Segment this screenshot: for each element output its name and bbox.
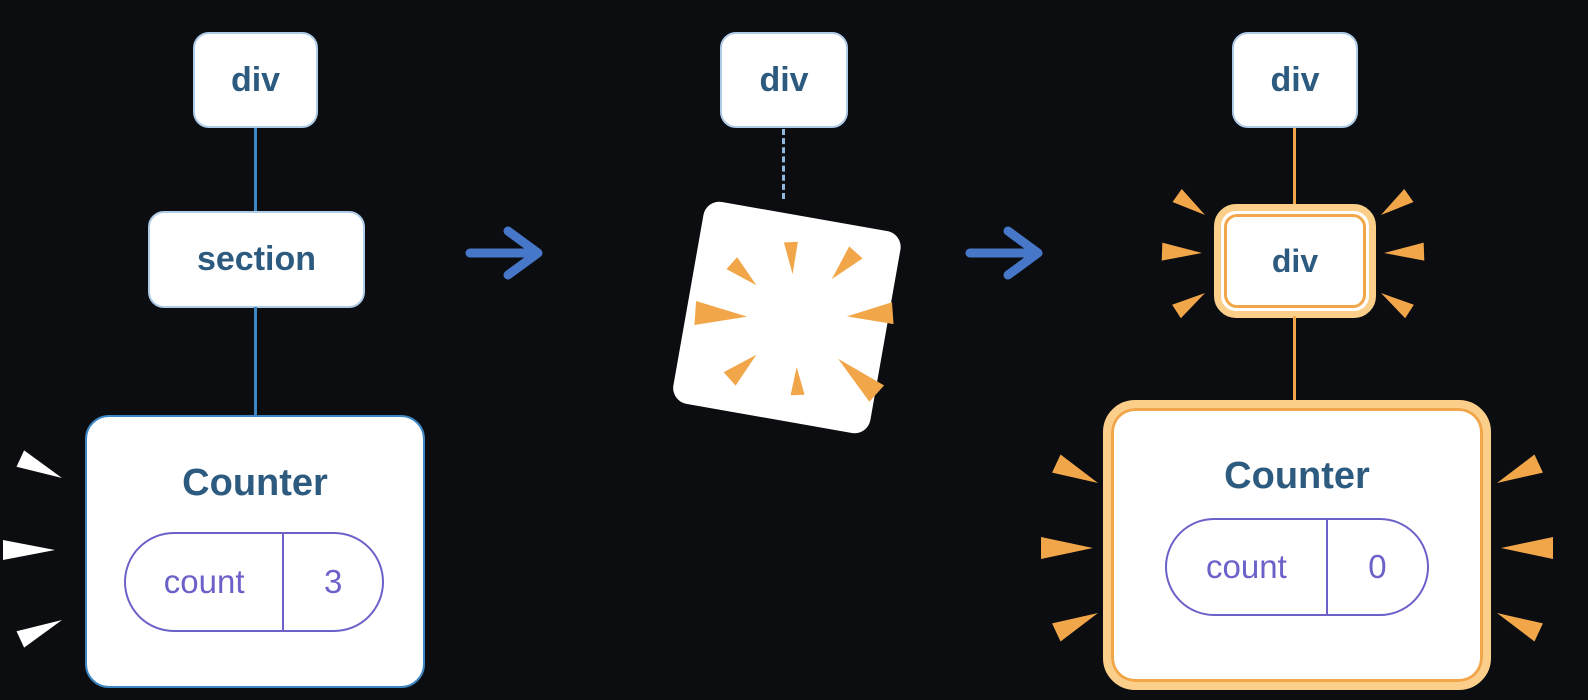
burst-ray-icon — [846, 302, 894, 325]
burst-ray-icon — [1052, 454, 1098, 483]
node-label: div — [230, 60, 281, 99]
component-title: Counter — [182, 462, 328, 504]
tree-edge-after-2 — [1293, 316, 1296, 402]
node-label: div — [1270, 60, 1320, 99]
burst-ray-icon — [790, 366, 805, 396]
dom-node-div-root-before: div — [193, 32, 318, 128]
component-counter-before: Counter count 3 — [85, 415, 425, 688]
node-label: div — [1271, 242, 1319, 279]
node-label: section — [196, 240, 317, 278]
dom-node-section-before: section — [148, 211, 365, 308]
burst-ray-icon — [1497, 454, 1543, 483]
poof-explosion-icon — [673, 201, 901, 434]
burst-ray-icon — [1381, 188, 1414, 215]
arrow-head — [503, 226, 543, 280]
burst-ray-icon — [16, 450, 62, 478]
state-pill-after: count 0 — [1165, 518, 1429, 616]
burst-ray-icon — [723, 354, 757, 386]
orange-burst-rays-icon — [1497, 454, 1553, 642]
burst-ray-icon — [1172, 188, 1205, 215]
node-label-wrap: div — [1224, 214, 1366, 308]
burst-ray-icon — [3, 540, 55, 560]
burst-ray-icon — [1384, 242, 1425, 261]
burst-ray-icon — [694, 301, 748, 325]
burst-ray-icon — [1172, 293, 1205, 319]
burst-ray-icon — [831, 246, 863, 280]
burst-ray-icon — [1501, 537, 1553, 559]
burst-ray-icon — [1497, 613, 1543, 642]
dom-node-div-new-highlighted: div — [1214, 204, 1376, 318]
state-value: 3 — [282, 534, 382, 630]
burst-ray-icon — [838, 358, 885, 402]
state-value: 0 — [1325, 520, 1427, 614]
orange-burst-rays-icon — [1041, 454, 1098, 642]
tree-edge-before-1 — [254, 128, 257, 212]
arrow-right-icon — [465, 226, 543, 280]
tree-edge-deleted-dashed — [782, 129, 785, 199]
burst-ray-icon — [1381, 293, 1414, 319]
dom-node-div-root-deleting: div — [720, 32, 848, 128]
tree-edge-after-1 — [1293, 128, 1296, 206]
orange-burst-rays-icon — [1161, 188, 1425, 319]
burst-ray-icon — [16, 620, 62, 648]
state-key: count — [1206, 548, 1287, 585]
state-pill-before: count 3 — [124, 532, 384, 632]
burst-ray-icon — [783, 241, 798, 275]
burst-ray-icon — [1041, 537, 1093, 559]
white-burst-rays-icon — [3, 450, 62, 648]
arrow-right-icon — [965, 226, 1043, 280]
node-label: div — [759, 60, 809, 99]
component-counter-after: Counter count 0 — [1103, 400, 1491, 690]
burst-ray-icon — [1161, 242, 1202, 261]
state-key: count — [163, 563, 245, 600]
burst-ray-icon — [726, 257, 757, 286]
dom-node-div-root-after: div — [1232, 32, 1358, 128]
component-title: Counter — [1224, 455, 1370, 497]
arrow-head — [1003, 226, 1043, 280]
tree-edge-before-2 — [254, 307, 257, 417]
burst-ray-icon — [1052, 613, 1098, 642]
